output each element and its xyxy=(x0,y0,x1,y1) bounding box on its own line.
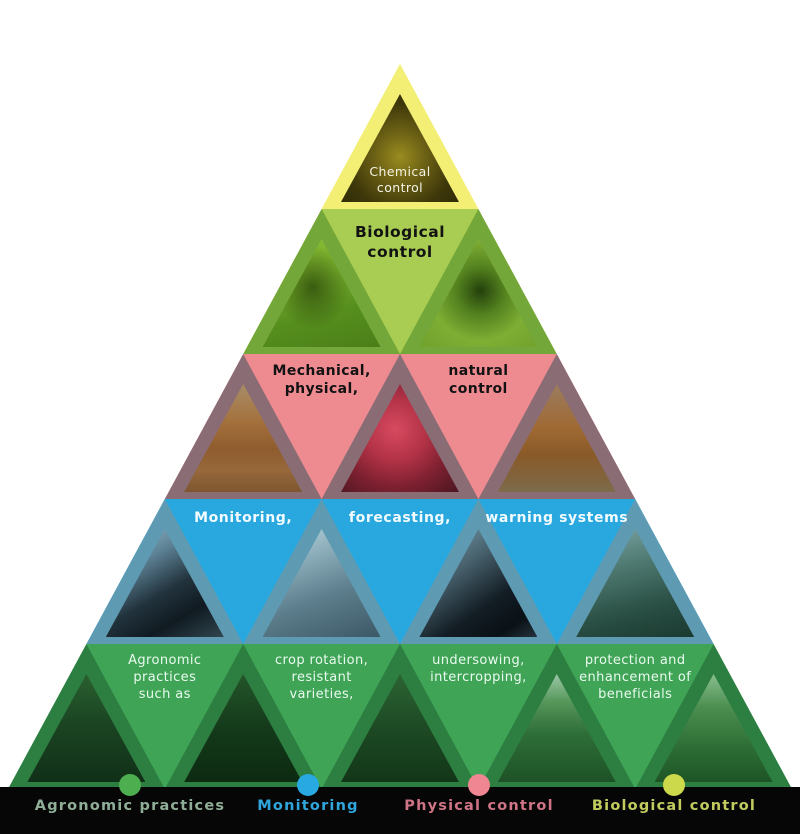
label-line: Biological xyxy=(354,223,446,241)
label-warning-systems: warning systems xyxy=(472,509,642,527)
label-monitoring: Monitoring, xyxy=(158,509,328,527)
biological-control-dot-icon xyxy=(663,774,685,796)
legend-item-monitoring: Monitoring xyxy=(218,774,398,814)
label-line: natural xyxy=(448,363,509,379)
legend-item-biological-control: Biological control xyxy=(584,774,764,814)
physical-control-dot-icon xyxy=(468,774,490,796)
label-biological-control: Biological control xyxy=(320,222,480,262)
agronomic-practices-dot-icon xyxy=(119,774,141,796)
legend-label-biological-control: Biological control xyxy=(591,798,757,814)
label-line: Mechanical, xyxy=(272,363,371,379)
label-line: control xyxy=(367,243,433,261)
label-line: control xyxy=(376,180,424,195)
label-agronomic-practices: Agronomic practices such as xyxy=(90,652,240,703)
label-line: practices xyxy=(133,670,197,685)
label-line: control xyxy=(449,381,508,397)
label-line: warning systems xyxy=(485,510,629,526)
label-line: varieties, xyxy=(289,687,354,702)
label-line: enhancement of xyxy=(579,670,692,685)
label-line: protection and xyxy=(584,653,686,668)
label-line: Monitoring, xyxy=(194,510,293,526)
label-natural-control: natural control xyxy=(398,362,558,398)
label-forecasting: forecasting, xyxy=(315,509,485,527)
label-line: beneficials xyxy=(598,687,673,702)
label-line: undersowing, xyxy=(432,653,525,668)
label-crop-rotation: crop rotation, resistant varieties, xyxy=(247,652,397,703)
label-line: physical, xyxy=(284,381,359,397)
label-line: intercropping, xyxy=(430,670,527,685)
monitoring-dot-icon xyxy=(297,774,319,796)
legend-label-monitoring: Monitoring xyxy=(257,798,359,814)
label-line: such as xyxy=(138,687,191,702)
legend-label-agronomic-practices: Agronomic practices xyxy=(34,798,226,814)
legend-item-physical-control: Physical control xyxy=(389,774,569,814)
label-line: Chemical xyxy=(369,164,431,179)
label-line: Agronomic xyxy=(128,653,202,668)
legend-item-agronomic-practices: Agronomic practices xyxy=(35,774,224,814)
label-undersowing: undersowing, intercropping, xyxy=(403,652,553,686)
ipm-pyramid: Chemical control Biological control Mech… xyxy=(8,64,792,789)
label-beneficials: protection and enhancement of beneficial… xyxy=(560,652,710,703)
label-chemical-control: Chemical control xyxy=(330,164,470,196)
label-line: resistant xyxy=(291,670,352,685)
label-line: forecasting, xyxy=(348,510,452,526)
label-mechanical-physical: Mechanical, physical, xyxy=(242,362,402,398)
legend-label-physical-control: Physical control xyxy=(404,798,554,814)
label-line: crop rotation, xyxy=(274,653,369,668)
